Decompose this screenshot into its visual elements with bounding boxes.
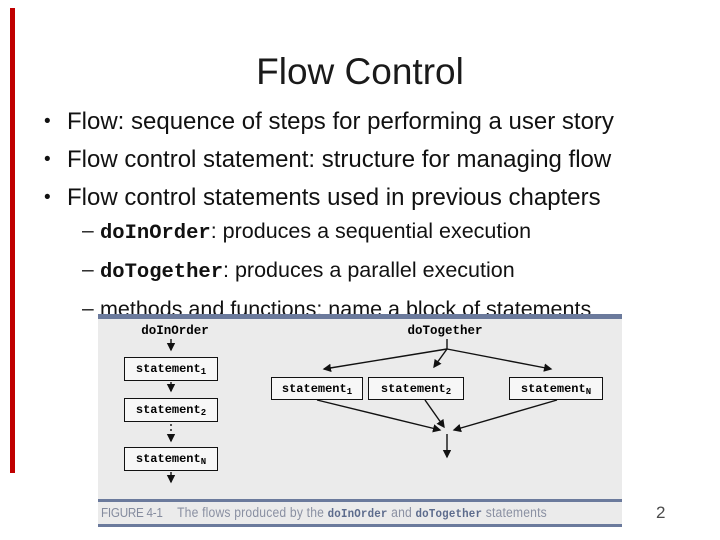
statement-box-subscript: N <box>585 386 592 397</box>
statement-box-subscript: 2 <box>445 386 452 397</box>
statement-box-subscript: 2 <box>200 408 207 418</box>
statement-box-text: statement <box>135 452 201 466</box>
page-number: 2 <box>656 503 666 522</box>
caption-text: statements <box>482 505 547 520</box>
caption-code-term: doInOrder <box>327 507 388 521</box>
caption-text: and <box>387 505 416 520</box>
caption-text: The flows produced by the <box>177 505 328 520</box>
figure-top-border <box>98 314 622 319</box>
caption-code-term: doTogether <box>415 507 483 521</box>
statement-box-subscript: 1 <box>200 367 207 377</box>
statement-box-text: statement <box>135 362 201 376</box>
doinorder-label: doInOrder <box>141 324 209 338</box>
caption-background <box>98 502 622 524</box>
bullet-text: Flow: sequence of steps for performing a… <box>67 108 614 135</box>
bullet-marker-icon: • <box>44 149 51 170</box>
left-accent-bar <box>10 8 15 473</box>
dash-marker-icon: – <box>82 297 94 320</box>
sub-bullet-text: : produces a sequential execution <box>210 219 532 243</box>
statement-box-subscript: N <box>200 457 207 467</box>
code-term: doInOrder <box>100 222 211 245</box>
figure-caption-label: FIGURE 4-1 <box>101 505 163 520</box>
statement-box-subscript: 1 <box>346 386 353 397</box>
statement-box-text: statement <box>380 381 446 396</box>
dash-marker-icon: – <box>82 219 94 242</box>
dash-marker-icon: – <box>82 258 94 281</box>
sub-bullet-item: –doTogether: produces a parallel executi… <box>82 252 682 291</box>
statement-box-text: statement <box>520 381 586 396</box>
flow-diagram-arrows <box>166 339 558 484</box>
bullet-item: • Flow control statements used in previou… <box>44 179 684 217</box>
bullet-marker-icon: • <box>44 111 51 132</box>
sub-bullet-list: –doInOrder: produces a sequential execut… <box>82 213 682 327</box>
code-term: doTogether <box>100 261 224 284</box>
bullet-item: • Flow control statement: structure for m… <box>44 141 684 179</box>
bullet-text: Flow control statements used in previous… <box>67 184 601 211</box>
figure-caption: FIGURE 4-1 The flows produced by the doIn… <box>98 499 622 527</box>
bullet-text: Flow control statement: structure for ma… <box>67 146 612 173</box>
sub-bullet-item: –doInOrder: produces a sequential execut… <box>82 213 682 252</box>
caption-text-row: FIGURE 4-1 The flows produced by the doIn… <box>101 502 547 524</box>
caption-top-rule <box>98 499 622 502</box>
bullet-marker-icon: • <box>44 187 51 208</box>
statement-box-text: statement <box>281 381 347 396</box>
page-title: Flow Control <box>256 51 464 92</box>
sub-bullet-text: : produces a parallel execution <box>223 258 515 282</box>
bullet-item: • Flow: sequence of steps for performing … <box>44 103 684 141</box>
statement-box-text: statement <box>135 403 201 417</box>
dotogether-label: doTogether <box>407 324 483 338</box>
bullet-list: • Flow: sequence of steps for performing … <box>44 103 684 217</box>
caption-bottom-rule <box>98 524 622 527</box>
